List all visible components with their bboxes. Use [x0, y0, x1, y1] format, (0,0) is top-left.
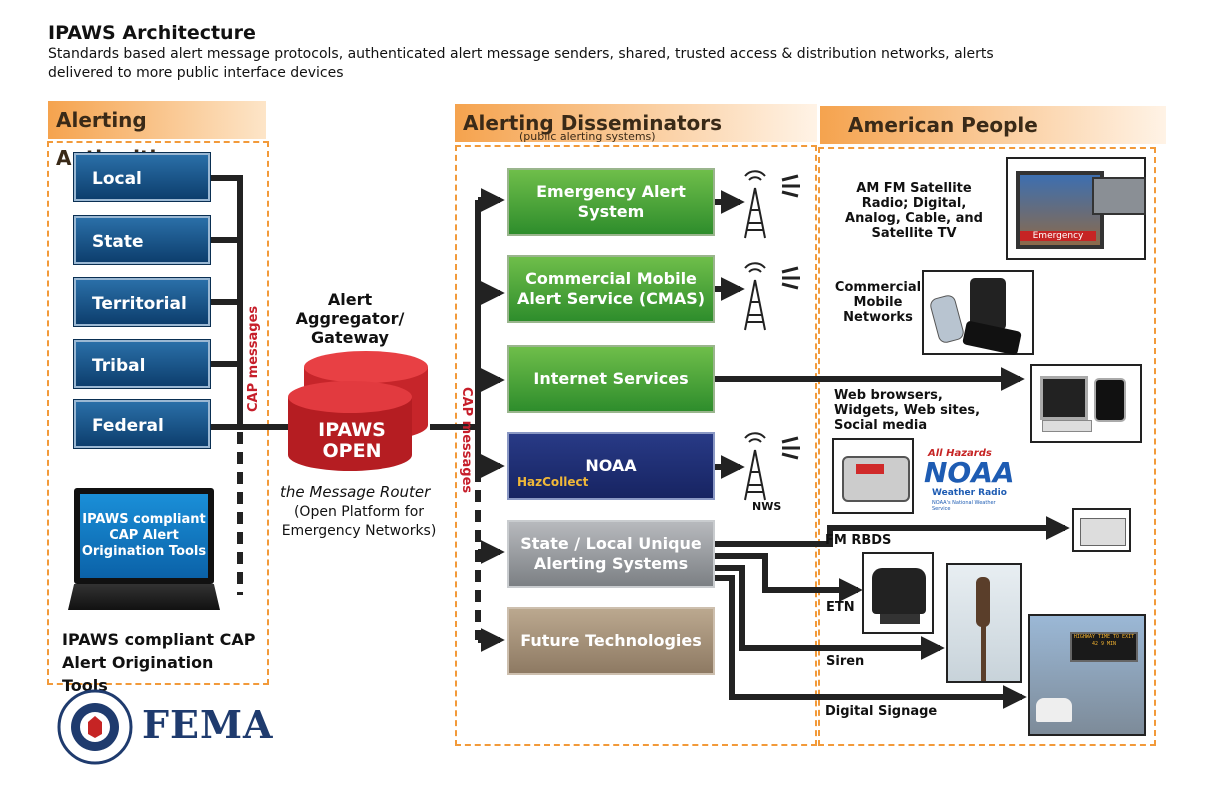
ipaws-open-cylinders	[288, 351, 428, 471]
cap-messages-left: CAP messages	[246, 305, 261, 412]
output-internet: Web browsers, Widgets, Web sites, Social…	[834, 388, 981, 433]
cap-messages-right: CAP messages	[459, 387, 474, 494]
output-nws: NWS	[752, 500, 782, 513]
page-subtitle: Standards based alert message protocols,…	[48, 46, 994, 81]
broadcast-towers	[744, 170, 800, 501]
noaa-logo-top: All Hazards	[928, 448, 992, 459]
disseminator-future: Future Technologies	[507, 607, 715, 675]
noaa-weather-radio-logo: All Hazards NOAA Weather Radio NOAA's Na…	[918, 444, 1015, 514]
output-siren: Siren	[826, 654, 865, 669]
telephone-image	[862, 552, 934, 634]
authorities-frame	[47, 141, 269, 685]
computer-image	[1030, 364, 1142, 443]
fema-logo: FEMA	[142, 702, 274, 747]
disseminators-frame	[455, 145, 817, 746]
output-fm-rbds: FM RBDS	[825, 533, 892, 548]
message-router-sub: (Open Platform for Emergency Networks)	[281, 504, 437, 539]
page-title: IPAWS Architecture	[48, 22, 256, 44]
siren-image	[946, 563, 1022, 683]
authority-federal: Federal	[74, 400, 210, 448]
message-router-label: the Message Router	[280, 483, 431, 501]
authority-territorial: Territorial	[74, 278, 210, 326]
dhs-seal-icon	[57, 689, 133, 765]
laptop-icon: IPAWS compliant CAP Alert Origination To…	[68, 488, 220, 616]
disseminator-internet: Internet Services	[507, 345, 715, 413]
disseminator-noaa: NOAA HazCollect	[507, 432, 715, 500]
authority-tribal: Tribal	[74, 340, 210, 388]
header-disseminators-label: Alerting Disseminators	[463, 111, 723, 135]
tower-icon-eas	[744, 170, 800, 239]
authority-local: Local	[74, 153, 210, 201]
weather-radio-image	[832, 438, 914, 514]
header-people-label: American People	[848, 113, 1038, 137]
tv-radio-image: Emergency	[1006, 157, 1146, 260]
disseminator-cmas: Commercial Mobile Alert Service (CMAS)	[507, 255, 715, 323]
digital-signage-image: HIGHWAY TIME TO EXIT 42 9 MIN	[1028, 614, 1146, 736]
header-alerting-disseminators: Alerting Disseminators	[455, 104, 817, 142]
disseminator-state-local: State / Local Unique Alerting Systems	[507, 520, 715, 588]
tower-icon-noaa	[744, 432, 800, 501]
laptop-caption: IPAWS compliant CAP Alert Origination To…	[62, 630, 256, 695]
noaa-logo-small: NOAA's National Weather Service	[932, 500, 996, 512]
people-frame	[818, 147, 1156, 746]
header-disseminators-sub: (public alerting systems)	[519, 130, 656, 143]
laptop-screen-text: IPAWS compliant CAP Alert Origination To…	[80, 494, 208, 578]
noaa-logo-sub: Weather Radio	[932, 488, 1007, 498]
output-eas: AM FM Satellite Radio; Digital, Analog, …	[845, 181, 983, 241]
ipaws-open-label: IPAWS OPEN	[318, 419, 386, 462]
disseminator-eas: Emergency Alert System	[507, 168, 715, 236]
fm-rbds-device-image	[1072, 508, 1131, 552]
header-american-people: American People	[820, 106, 1166, 144]
authority-state: State	[74, 216, 210, 264]
hazcollect-label: HazCollect	[517, 475, 589, 489]
output-digital-signage: Digital Signage	[825, 704, 938, 719]
tv-screen-label: Emergency	[1020, 231, 1096, 241]
tower-icon-cmas	[744, 262, 800, 331]
noaa-logo-main: NOAA	[924, 456, 1015, 489]
noaa-label: NOAA	[585, 456, 637, 475]
aggregator-title: Alert Aggregator/ Gateway	[295, 290, 405, 347]
output-etn: ETN	[826, 600, 855, 615]
output-cmas: Commercial Mobile Networks	[834, 280, 922, 325]
sign-text: HIGHWAY TIME TO EXIT 42 9 MIN	[1070, 632, 1138, 662]
mobile-phones-image	[922, 270, 1034, 356]
